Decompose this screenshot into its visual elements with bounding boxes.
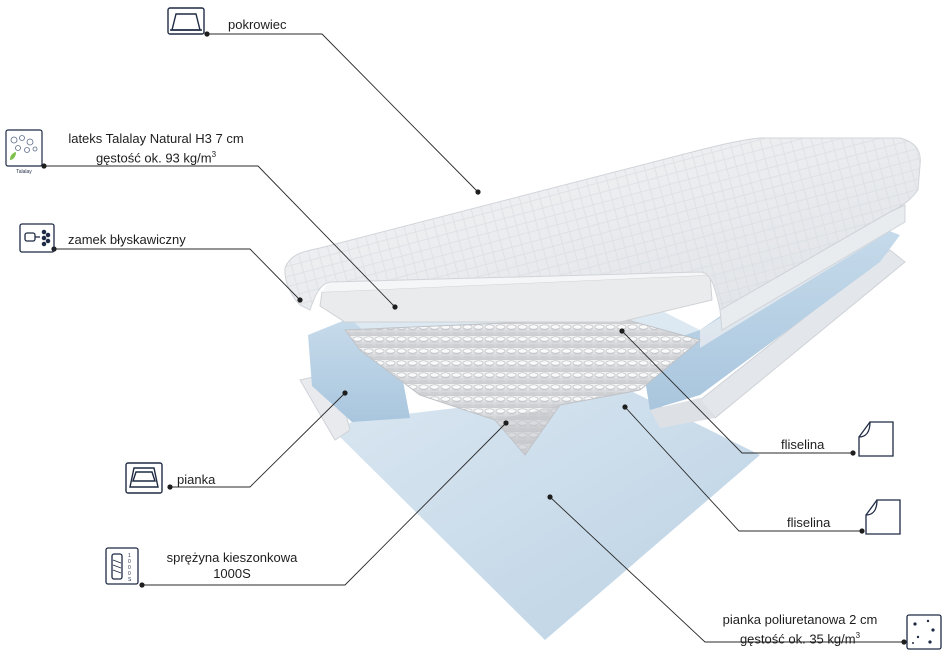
label-pianka-pu-line2: gęstość ok. 35 kg/m3 <box>700 628 900 647</box>
label-lateks-density: gęstość ok. 93 kg/m <box>96 150 212 165</box>
label-fliselina-1: fliselina <box>781 437 824 453</box>
label-pianka-pu-density: gęstość ok. 35 kg/m <box>740 631 856 646</box>
label-sprezyna-line2: 1000S <box>152 566 312 582</box>
label-pianka-pu-line1: pianka poliuretanowa 2 cm <box>700 612 900 628</box>
pu-foam-icon <box>907 615 941 649</box>
cover-icon <box>168 8 204 34</box>
zipper-icon <box>20 224 54 252</box>
svg-text:S: S <box>128 577 132 583</box>
pu-foam-layer <box>335 388 760 640</box>
label-fliselina-2: fliselina <box>787 515 830 531</box>
label-pianka: pianka <box>177 472 215 488</box>
label-pianka-pu: pianka poliuretanowa 2 cm gęstość ok. 35… <box>700 612 900 647</box>
label-pokrowiec: pokrowiec <box>228 17 287 33</box>
label-pianka-pu-sup: 3 <box>856 631 860 640</box>
latex-icon <box>6 130 42 166</box>
label-zamek: zamek błyskawiczny <box>68 232 186 248</box>
label-sprezyna: sprężyna kieszonkowa 1000S <box>152 550 312 582</box>
label-sprezyna-line1: sprężyna kieszonkowa <box>152 550 312 566</box>
fleece-icon <box>866 500 900 534</box>
label-lateks-line2: gęstość ok. 93 kg/m3 <box>56 147 256 166</box>
foam-icon <box>126 463 162 493</box>
spring-icon <box>106 548 138 584</box>
label-lateks: lateks Talalay Natural H3 7 cm gęstość o… <box>56 131 256 166</box>
spring-icon-digits: 1 0 0 0 S <box>128 553 132 583</box>
latex-icon-caption: Talalay <box>16 169 32 175</box>
fleece-icon <box>859 422 893 456</box>
label-lateks-line1: lateks Talalay Natural H3 7 cm <box>56 131 256 147</box>
label-lateks-sup: 3 <box>212 150 216 159</box>
